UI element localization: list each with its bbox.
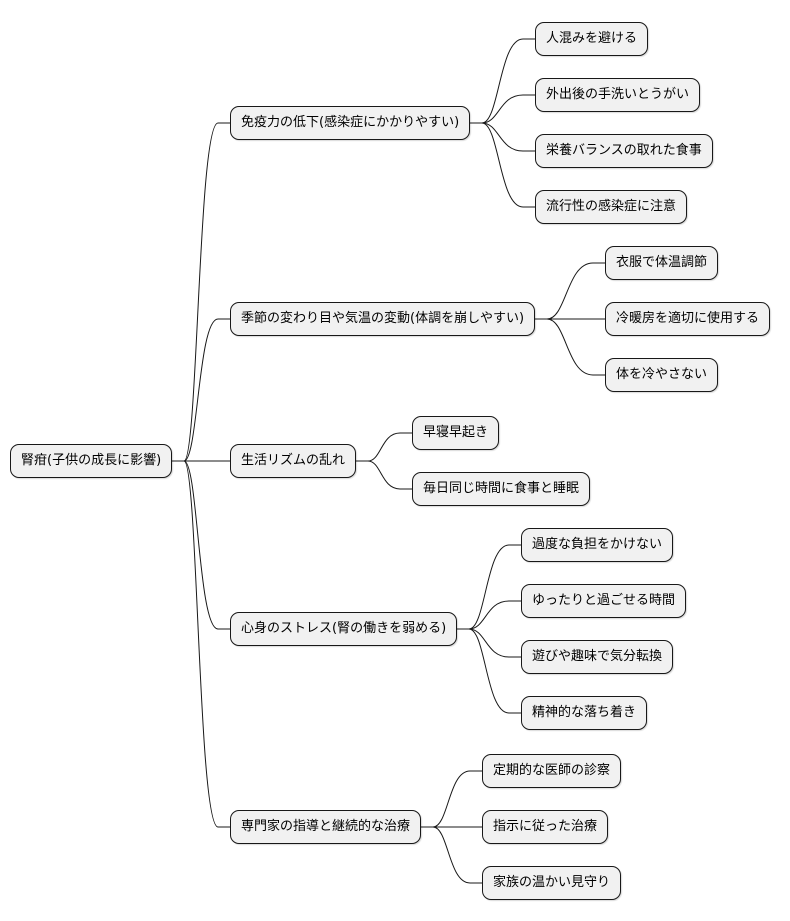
leaf-node: 流行性の感染症に注意	[535, 190, 688, 224]
connector-line	[470, 94, 535, 124]
connector-line	[172, 460, 230, 828]
connector-line	[457, 600, 521, 630]
leaf-node: 指示に従った治療	[482, 810, 609, 844]
connector-line	[172, 122, 230, 462]
connector-line	[356, 460, 412, 490]
connector-line	[421, 770, 482, 828]
leaf-node: 定期的な医師の診察	[482, 754, 622, 788]
connector-line	[172, 460, 230, 630]
branch-node-rhythm: 生活リズムの乱れ	[230, 444, 357, 478]
branch-node-season: 季節の変わり目や気温の変動(体調を崩しやすい)	[230, 302, 536, 336]
leaf-node: 体を冷やさない	[605, 358, 719, 392]
connector-line	[457, 544, 521, 630]
leaf-node: 遊びや趣味で気分転換	[521, 640, 674, 674]
branch-node-immunity: 免疫力の低下(感染症にかかりやすい)	[230, 106, 471, 140]
connector-line	[470, 122, 535, 208]
connector-line	[457, 628, 521, 658]
connector-line	[457, 628, 521, 714]
connector-line	[535, 318, 605, 376]
leaf-node: 冷暖房を適切に使用する	[605, 302, 771, 336]
connector-line	[535, 262, 605, 320]
root-node: 腎疳(子供の成長に影響)	[10, 444, 173, 478]
leaf-node: 外出後の手洗いとうがい	[535, 78, 701, 112]
leaf-node: 家族の温かい見守り	[482, 866, 622, 900]
connector-line	[172, 318, 230, 462]
connector-line	[356, 432, 412, 462]
leaf-node: 早寝早起き	[412, 416, 500, 450]
leaf-node: 毎日同じ時間に食事と睡眠	[412, 472, 591, 506]
leaf-node: 栄養バランスの取れた食事	[535, 134, 713, 168]
branch-node-specialist: 専門家の指導と継続的な治療	[230, 810, 422, 844]
leaf-node: 精神的な落ち着き	[521, 696, 648, 730]
connector-line	[421, 826, 482, 884]
leaf-node: 人混みを避ける	[535, 22, 649, 56]
connector-line	[470, 122, 535, 152]
leaf-node: ゆったりと過ごせる時間	[521, 584, 687, 618]
connector-line	[470, 38, 535, 124]
leaf-node: 衣服で体温調節	[605, 246, 719, 280]
branch-node-stress: 心身のストレス(腎の働きを弱める)	[230, 612, 458, 646]
leaf-node: 過度な負担をかけない	[521, 528, 674, 562]
